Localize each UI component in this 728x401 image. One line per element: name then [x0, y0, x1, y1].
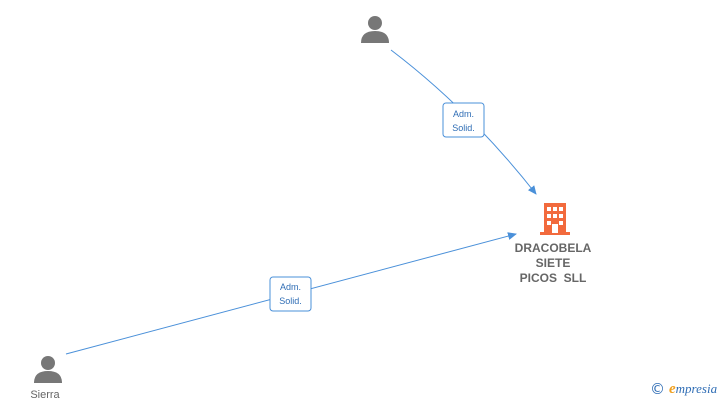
edge-label-top-line2: Solid. [452, 123, 475, 133]
company-name-line2: SIETE [535, 256, 571, 270]
company-name-line1: DRACOBELA [514, 241, 592, 255]
edge-label-bottom-line1: Adm. [280, 282, 301, 292]
edge-label-bottom-line2: Solid. [279, 296, 302, 306]
empresia-watermark: © empresia [650, 378, 717, 400]
copyright-icon: © [650, 380, 665, 398]
edge-label-bottom[interactable]: Adm. Solid. [269, 276, 312, 312]
person-name[interactable]: Sierra [30, 389, 60, 401]
person-icon[interactable] [34, 356, 62, 383]
edge-label-top[interactable]: Adm. Solid. [442, 102, 485, 138]
building-icon[interactable] [540, 203, 570, 235]
company-name[interactable]: DRACOBELA SIETE PICOS SLL [503, 241, 603, 286]
brand-logo: empresia [669, 380, 718, 397]
company-name-line3: PICOS SLL [519, 271, 587, 285]
person-icon[interactable] [361, 16, 389, 43]
edge-label-top-line1: Adm. [453, 109, 474, 119]
